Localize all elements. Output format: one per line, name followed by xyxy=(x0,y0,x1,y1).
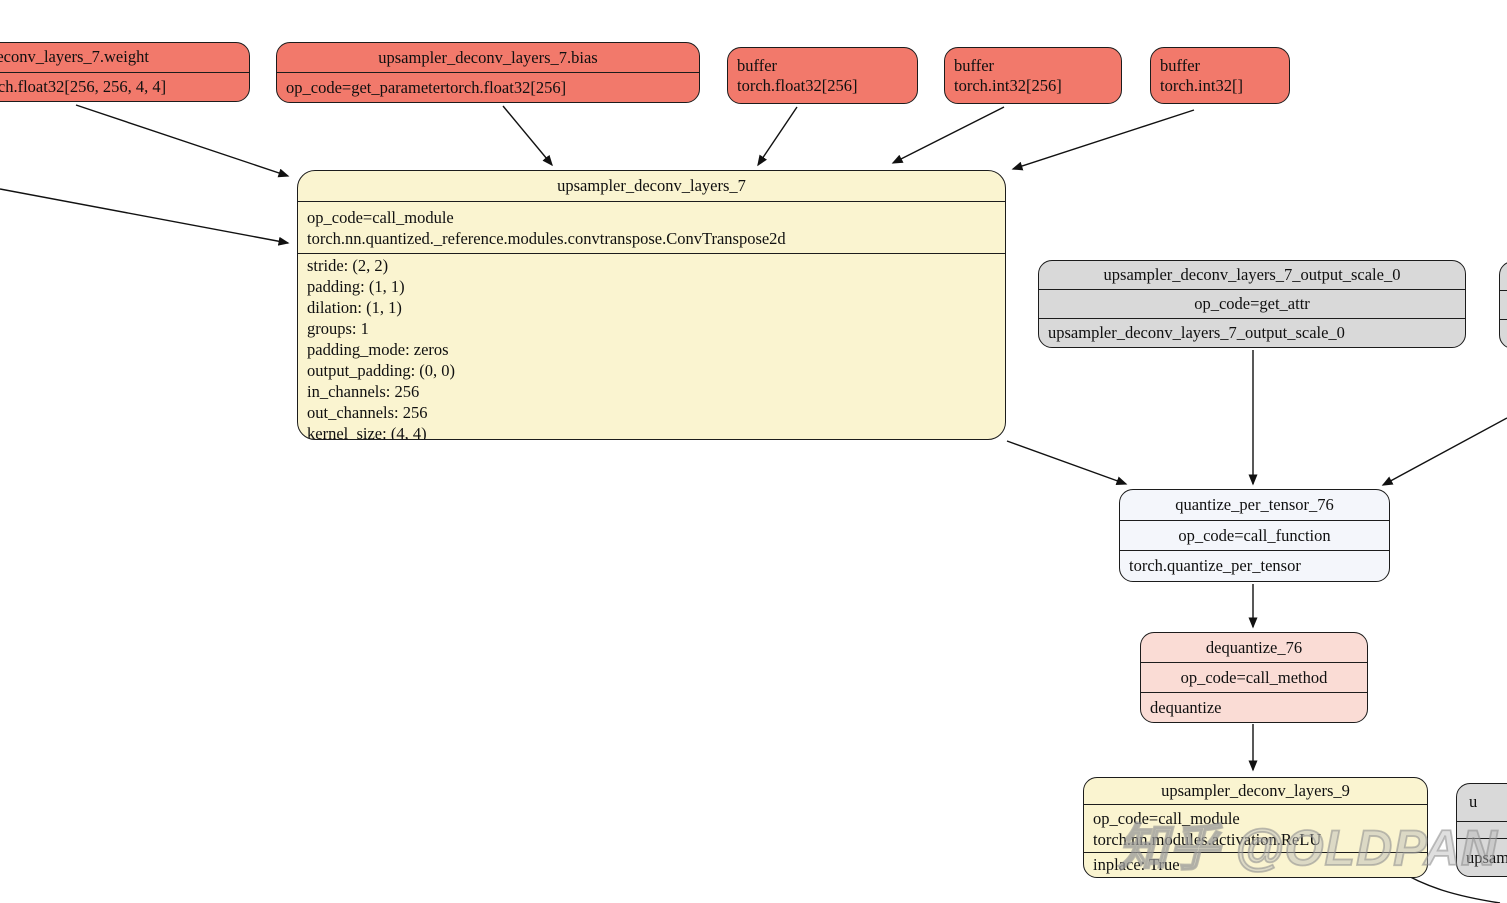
deconv7-attr-kernel-size: kernel_size: (4, 4) xyxy=(307,424,427,440)
deconv7-attr-output-padding: output_padding: (0, 0) xyxy=(307,361,456,380)
node-deconv7-title: upsampler_deconv_layers_7 xyxy=(557,176,746,195)
node-partial-right-bottom-target: upsam xyxy=(1457,838,1507,876)
node-dequantize-76[interactable]: dequantize_76 op_code=call_method dequan… xyxy=(1140,632,1368,723)
node-buffer-int32-scalar[interactable]: buffer torch.int32[] xyxy=(1150,47,1290,104)
node-buffer-int32-256-body: buffer torch.int32[256] xyxy=(945,48,1121,103)
deconv7-attr-out-channels: out_channels: 256 xyxy=(307,403,428,422)
node-output-scale[interactable]: upsampler_deconv_layers_7_output_scale_0… xyxy=(1038,260,1466,348)
deconv7-attr-dilation: dilation: (1, 1) xyxy=(307,298,402,317)
node-deconv-layers-9[interactable]: upsampler_deconv_layers_9 op_code=call_m… xyxy=(1083,777,1428,878)
buffer-label: buffer xyxy=(737,55,778,75)
node-deconv-layers-7[interactable]: upsampler_deconv_layers_7 op_code=call_m… xyxy=(297,170,1006,440)
node-quantize-target: torch.quantize_per_tensor xyxy=(1120,550,1389,581)
buffer-dtype: torch.float32[256] xyxy=(737,75,858,95)
relu9-opcode: op_code=call_module xyxy=(1093,808,1240,828)
edge-buffer-int-to-deconv7 xyxy=(1011,109,1195,171)
node-output-scale-title: upsampler_deconv_layers_7_output_scale_0 xyxy=(1103,265,1401,284)
deconv7-opcode: op_code=call_module xyxy=(307,207,454,227)
node-partial-right-bottom[interactable]: u upsam xyxy=(1456,783,1507,877)
node-relu9-opcode-section: op_code=call_module torch.nn.modules.act… xyxy=(1084,804,1427,852)
node-output-scale-opcode: op_code=get_attr xyxy=(1039,289,1465,318)
deconv7-attr-stride: stride: (2, 2) xyxy=(307,256,389,275)
edge-buffer-int256-to-deconv7 xyxy=(891,106,1005,164)
edge-offscreen-left-to-deconv7 xyxy=(0,188,290,246)
buffer-dtype: torch.int32[256] xyxy=(954,75,1062,95)
node-relu9-title: upsampler_deconv_layers_9 xyxy=(1161,781,1350,800)
node-deconv7-opcode-section: op_code=call_module torch.nn.quantized._… xyxy=(298,201,1005,253)
node-weight-detail: op_code=get_parametertorch.float32[256, … xyxy=(0,71,249,102)
edge-deconv7-to-quantize xyxy=(1006,440,1128,486)
node-relu9-attr-inplace: inplace: True xyxy=(1084,852,1427,877)
node-buffer-int32-256[interactable]: buffer torch.int32[256] xyxy=(944,47,1122,104)
node-weight-title: upsampler_deconv_layers_7.weight xyxy=(0,47,149,67)
node-quantize-opcode: op_code=call_function xyxy=(1120,519,1389,551)
node-output-scale-target: upsampler_deconv_layers_7_output_scale_0 xyxy=(1039,318,1465,347)
buffer-label: buffer xyxy=(1160,55,1201,75)
node-partial-right-top-target xyxy=(1500,319,1507,348)
deconv7-attr-groups: groups: 1 xyxy=(307,319,369,338)
buffer-dtype: torch.int32[] xyxy=(1160,75,1243,95)
node-buffer-float32-body: buffer torch.float32[256] xyxy=(728,48,917,103)
edge-buffer-float-to-deconv7 xyxy=(757,106,798,167)
buffer-label: buffer xyxy=(954,55,995,75)
edge-offscreen-right-to-quantize xyxy=(1381,417,1507,486)
node-partial-right-bottom-opcode xyxy=(1457,820,1507,839)
node-quantize-title: quantize_per_tensor_76 xyxy=(1175,494,1334,514)
node-bias-title: upsampler_deconv_layers_7.bias xyxy=(378,47,598,67)
node-partial-right-bottom-title: u xyxy=(1469,792,1478,812)
edge-bias-to-deconv7 xyxy=(502,105,553,167)
node-bias-detail: op_code=get_parametertorch.float32[256] xyxy=(277,72,699,102)
node-buffer-int32-scalar-body: buffer torch.int32[] xyxy=(1151,48,1289,103)
deconv7-target: torch.nn.quantized._reference.modules.co… xyxy=(307,228,786,248)
node-dequantize-opcode: op_code=call_method xyxy=(1141,662,1367,692)
node-quantize-per-tensor-76[interactable]: quantize_per_tensor_76 op_code=call_func… xyxy=(1119,489,1390,582)
relu9-target: torch.nn.modules.activation.ReLU xyxy=(1093,829,1322,849)
node-partial-right-top-opcode xyxy=(1500,290,1507,319)
edge-weight-to-deconv7 xyxy=(75,104,290,178)
node-partial-right-top-title xyxy=(1500,262,1507,290)
node-buffer-float32[interactable]: buffer torch.float32[256] xyxy=(727,47,918,104)
deconv7-attr-in-channels: in_channels: 256 xyxy=(307,382,420,401)
node-bias[interactable]: upsampler_deconv_layers_7.bias op_code=g… xyxy=(276,42,700,103)
node-partial-right-top[interactable] xyxy=(1499,261,1507,349)
node-dequantize-title: dequantize_76 xyxy=(1205,637,1303,657)
node-deconv7-attrs: stride: (2, 2) padding: (1, 1) dilation:… xyxy=(298,253,1005,440)
deconv7-attr-padding: padding: (1, 1) xyxy=(307,277,405,296)
node-dequantize-target: dequantize xyxy=(1141,692,1367,722)
node-weight[interactable]: upsampler_deconv_layers_7.weight op_code… xyxy=(0,42,250,102)
deconv7-attr-padding-mode: padding_mode: zeros xyxy=(307,340,449,359)
